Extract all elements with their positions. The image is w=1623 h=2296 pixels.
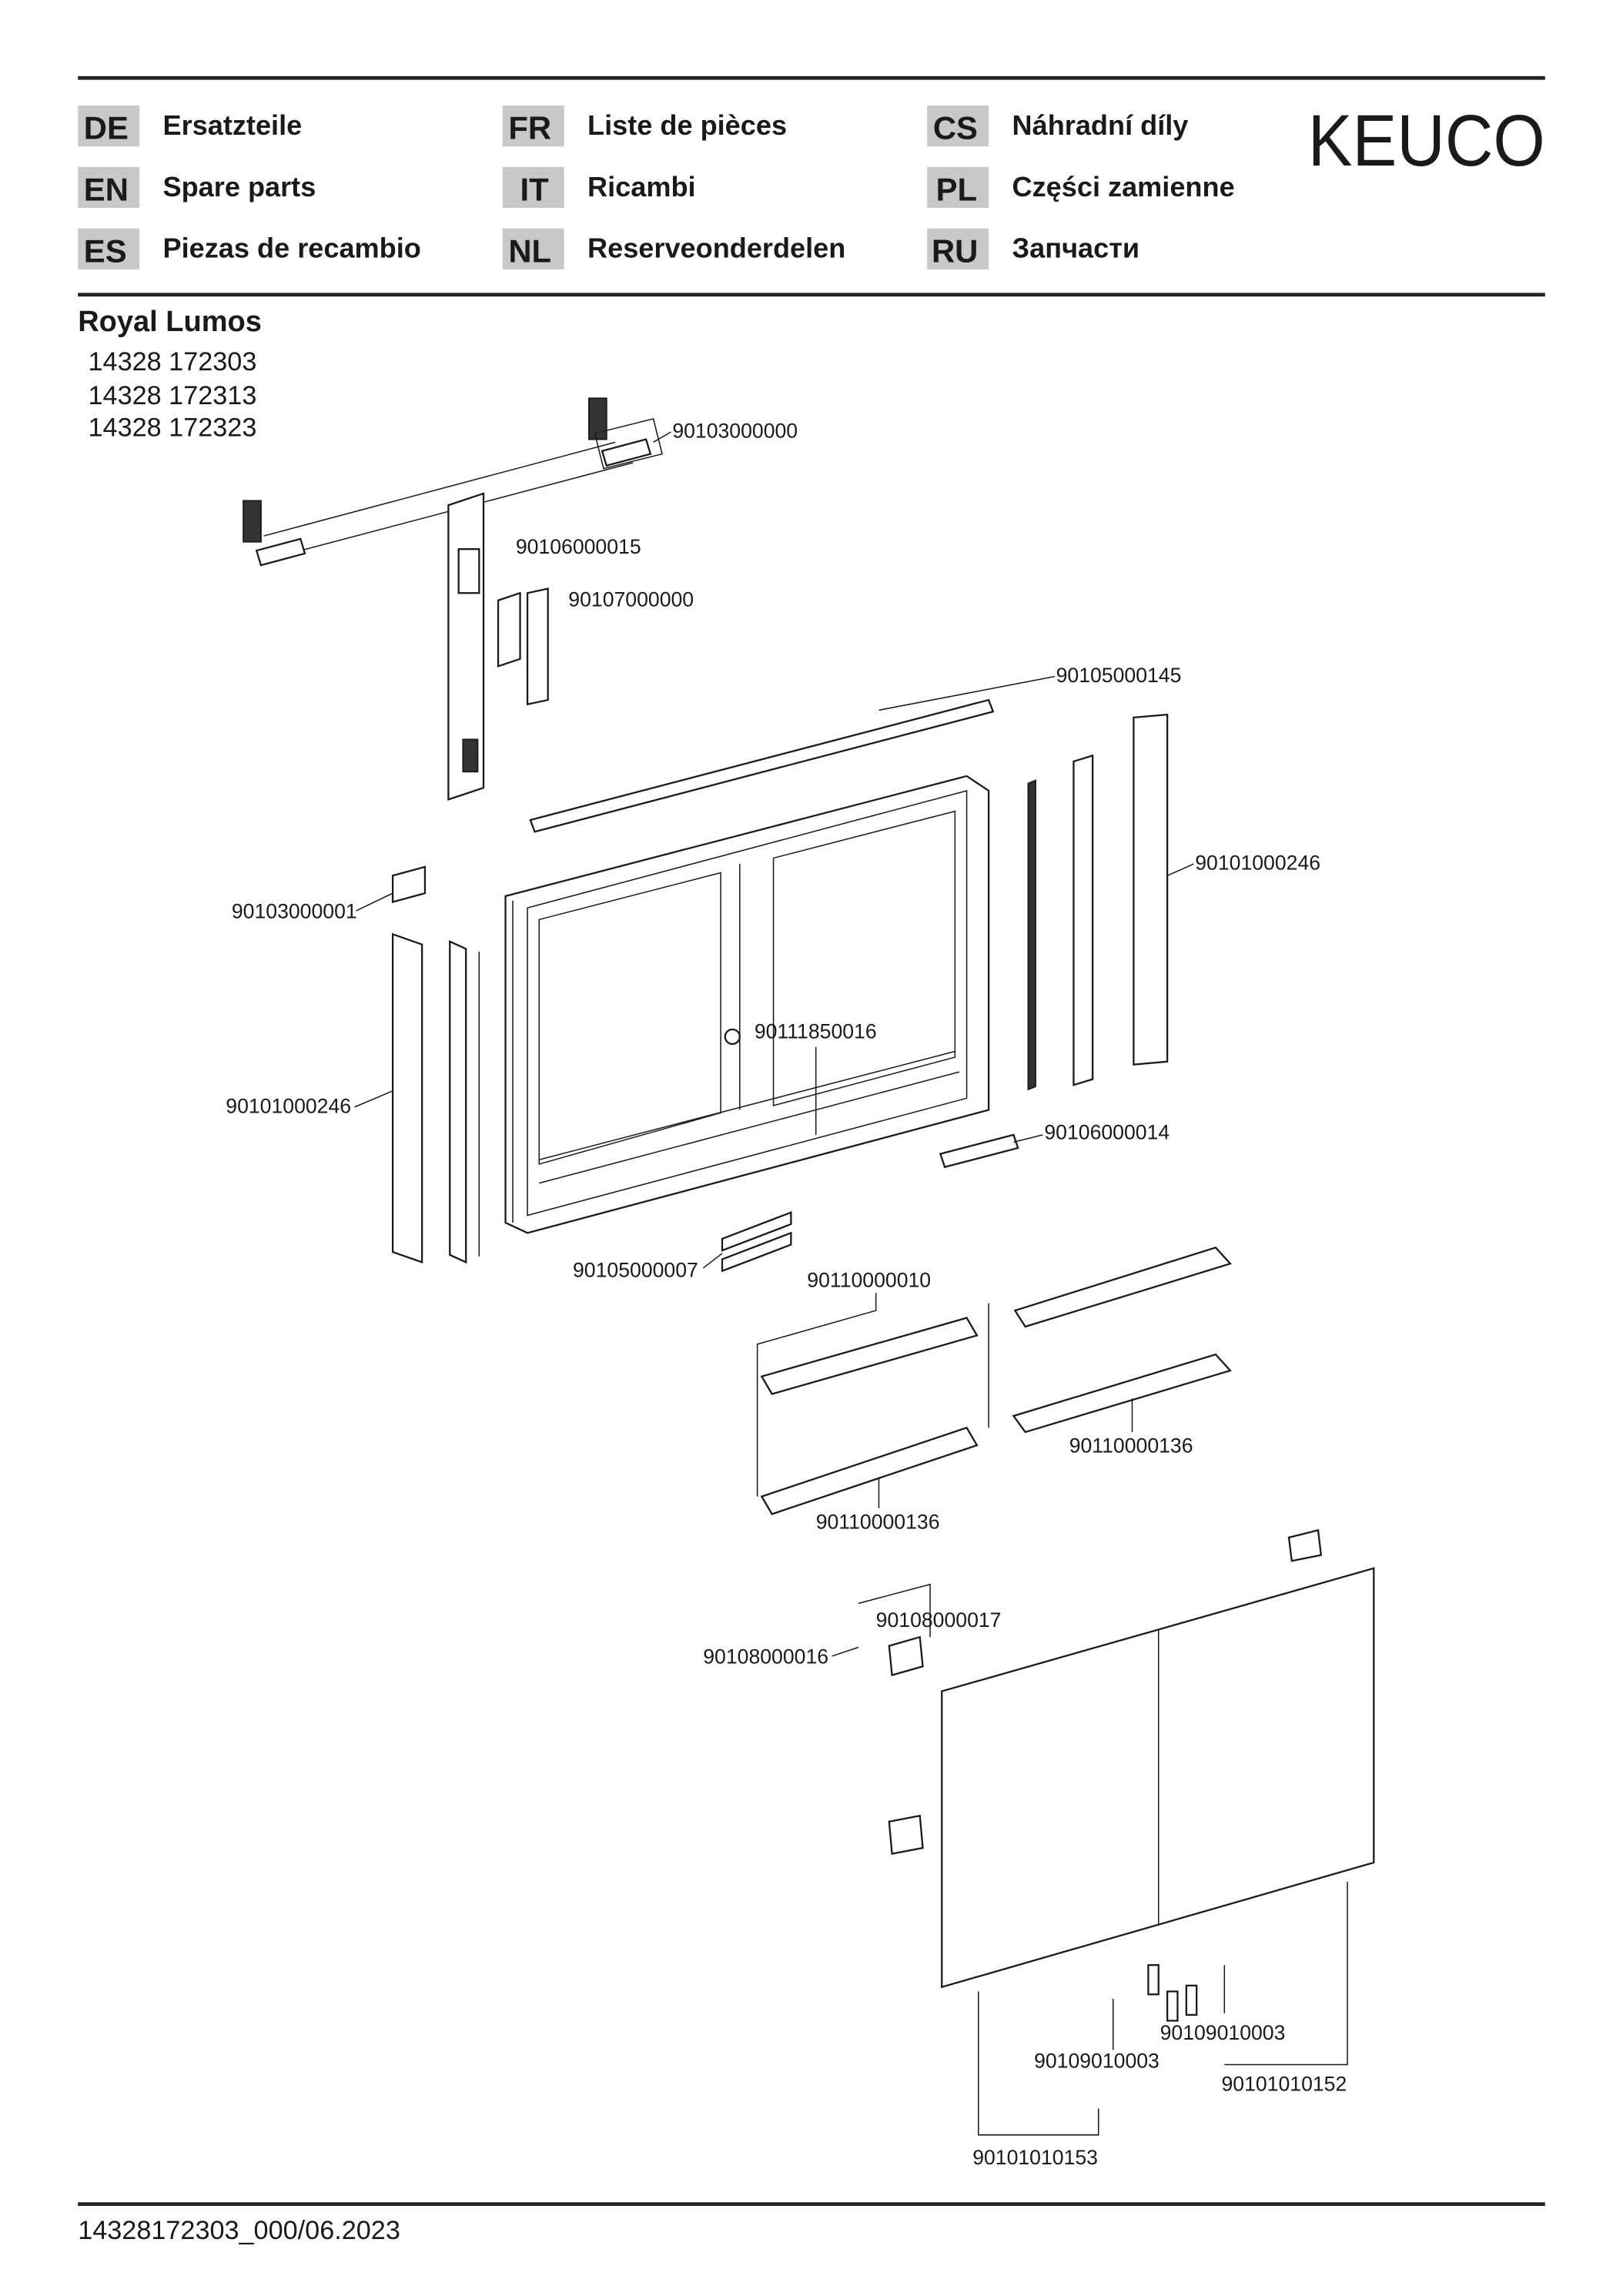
lang-code: EN [84, 172, 129, 208]
side-panel-left [391, 932, 423, 1263]
light-profile [721, 1211, 792, 1252]
lang-es: ES Piezas de recambio [78, 228, 421, 269]
lang-code: DE [84, 110, 129, 146]
lang-fr: FR Liste de pièces [502, 105, 787, 147]
part-label: 90101010153 [972, 2146, 1098, 2169]
part-label: 90108000017 [876, 1608, 1002, 1632]
part-label: 90101000246 [226, 1094, 351, 1117]
shelf [760, 1317, 979, 1395]
side-panel-right [1133, 713, 1169, 1066]
lang-code: FR [508, 110, 551, 146]
exploded-drawing [243, 397, 1375, 2136]
lang-en: EN Spare parts [78, 166, 316, 209]
part-labels: 90103000000 90106000015 90107000000 9010… [226, 420, 1347, 2169]
mirror-doors [941, 1567, 1375, 1989]
lang-pl: PL Części zamienne [927, 166, 1235, 209]
driver-board [447, 492, 549, 801]
part-label: 90105000007 [573, 1258, 698, 1281]
part-label: 90106000014 [1044, 1121, 1170, 1144]
part-label: 90110000136 [816, 1510, 940, 1533]
lang-nl: NL Reserveonderdelen [502, 228, 845, 269]
article-number: 14328 172303 [89, 347, 257, 377]
lang-code: NL [508, 233, 551, 269]
part-label: 90109010003 [1160, 2021, 1286, 2044]
lang-label: Liste de pièces [587, 109, 787, 141]
lang-it: IT Ricambi [502, 166, 696, 209]
top-light-strip [529, 698, 995, 833]
lang-label: Reserveonderdelen [587, 233, 845, 264]
hinge [888, 1635, 924, 1677]
lang-ru: RU Запчасти [927, 228, 1140, 269]
lang-label: Spare parts [163, 171, 316, 202]
lang-label: Ersatzteile [163, 109, 303, 141]
lang-label: Ricambi [587, 171, 696, 202]
shelf [1013, 1247, 1232, 1328]
shelf [760, 1426, 979, 1515]
lang-code: ES [84, 233, 127, 269]
lang-code: CS [933, 110, 978, 146]
side-profile-left [449, 940, 467, 1264]
door-magnet [1166, 1990, 1179, 2022]
lang-label: Náhradní díly [1012, 109, 1189, 141]
door-magnet [1147, 1964, 1160, 1996]
keuco-logo: KEUCO [1308, 100, 1545, 182]
lang-label: Części zamienne [1012, 171, 1235, 202]
hinge [1287, 1528, 1323, 1562]
side-profile-right [1073, 754, 1094, 1086]
lang-cs: CS Náhradní díly [927, 105, 1189, 147]
lang-code: RU [932, 233, 978, 269]
header-rule [78, 293, 1545, 297]
part-label: 90103000001 [232, 899, 357, 922]
part-label: 90110000136 [1069, 1434, 1193, 1458]
lang-label: Piezas de recambio [163, 233, 421, 264]
bracket-left [391, 865, 427, 903]
sensor [939, 1133, 1019, 1169]
lang-de: DE Ersatzteile [78, 105, 303, 147]
shelf [1012, 1353, 1232, 1434]
article-number: 14328 172313 [89, 381, 257, 410]
lang-code: PL [936, 172, 977, 208]
top-mounting-rail [243, 397, 663, 567]
cabinet-body [504, 775, 990, 1234]
part-label: 90101000246 [1195, 852, 1320, 875]
part-label: 90107000000 [568, 587, 694, 611]
article-number: 14328 172323 [89, 413, 257, 443]
door-magnet [1185, 1984, 1198, 2016]
part-label: 90111850016 [755, 1019, 877, 1043]
led-strip [1027, 779, 1036, 1091]
part-label: 90108000016 [703, 1645, 828, 1668]
part-label: 90106000015 [516, 535, 641, 558]
part-label: 90101010152 [1222, 2073, 1347, 2096]
document-id: 14328172303_000/06.2023 [78, 2216, 400, 2245]
lang-code: IT [520, 172, 550, 208]
top-rule [78, 75, 1545, 80]
part-label: 90109010003 [1034, 2049, 1160, 2072]
lang-label: Запчасти [1012, 233, 1140, 264]
product-name: Royal Lumos [78, 306, 262, 338]
footer-rule [78, 2202, 1545, 2207]
part-label: 90103000000 [672, 420, 798, 443]
part-label: 90110000010 [807, 1269, 931, 1292]
language-grid: DE Ersatzteile EN Spare parts ES Piezas de … [78, 105, 1235, 269]
part-label: 90105000145 [1056, 664, 1182, 687]
hinge [888, 1814, 924, 1856]
